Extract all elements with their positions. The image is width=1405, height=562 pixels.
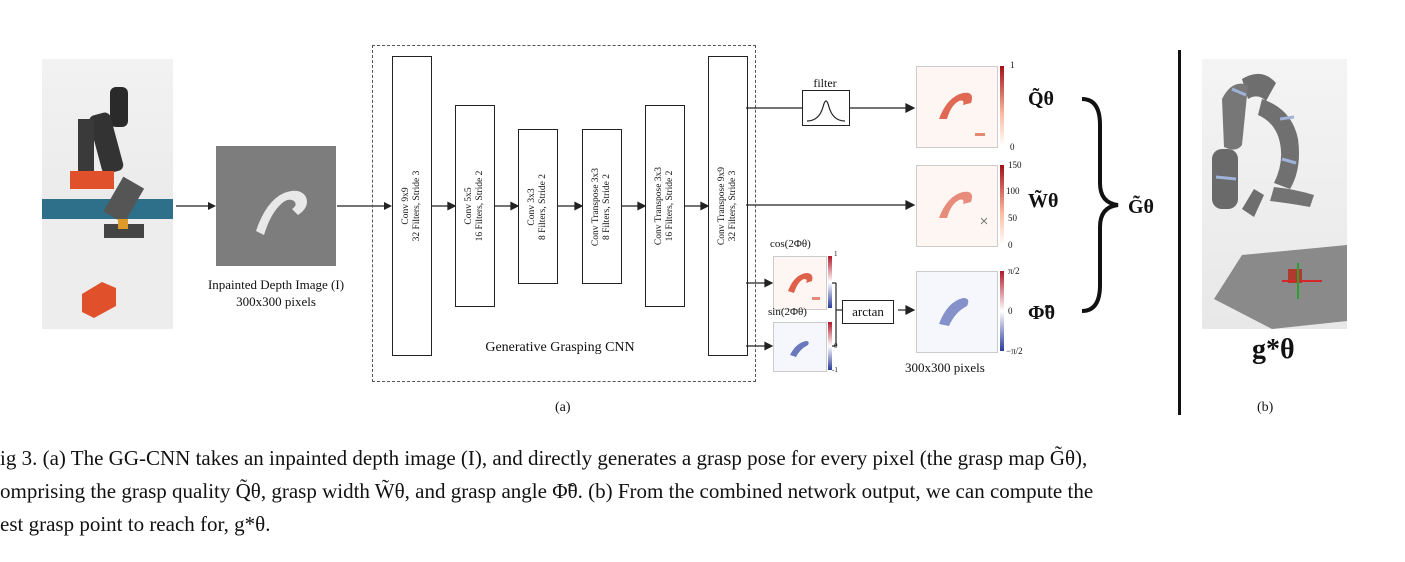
g-symbol: G̃θ: [1128, 196, 1154, 218]
w-scale-150: 150: [1008, 160, 1022, 170]
sin-scale-mid: 0: [834, 342, 838, 350]
layer-1-line2: 32 Filters, Stride 3: [412, 170, 422, 242]
cos-map: [773, 256, 827, 310]
robot-photo: [42, 59, 173, 329]
layer-1-line1: Conv 9x9: [401, 187, 411, 225]
arctan-box: arctan: [842, 300, 894, 324]
phi-scale-mid: 0: [1008, 306, 1013, 316]
w-scale-0: 0: [1008, 240, 1013, 250]
caption-line-3: est grasp point to reach for, g*θ.: [0, 512, 271, 536]
layer-6-line1: Conv Transpose 9x9: [717, 166, 727, 246]
q-map-heat: [939, 92, 985, 136]
arrow-depth-to-cnn: [337, 202, 392, 210]
part-b-label: (b): [1257, 400, 1274, 415]
depth-object-shape: [256, 190, 307, 235]
sin-scale-bottom: -1: [832, 366, 838, 374]
phi-symbol: Φ̃θ: [1028, 302, 1056, 324]
cos-map-heat: [788, 273, 820, 300]
q-scale-bottom: 0: [1010, 142, 1015, 152]
w-symbol: W̃θ: [1028, 190, 1059, 212]
q-map: [916, 66, 998, 148]
robot-photo-drawing: [42, 87, 173, 329]
caption-line-2: omprising the grasp quality Q̃θ, grasp w…: [0, 479, 1094, 503]
arrow-photo-to-depth: [176, 202, 216, 210]
cos-scale-top: 1: [834, 250, 838, 258]
phi-scale-bottom: −π/2: [1006, 346, 1023, 356]
q-scale-top: 1: [1010, 60, 1015, 70]
cos-colorbar: [828, 256, 832, 308]
depth-label-line1: Inpainted Depth Image (I): [207, 277, 345, 292]
w-scale-100: 100: [1006, 186, 1020, 196]
part-a-label: (a): [555, 400, 571, 415]
phi-map-heat: [939, 298, 969, 326]
g-star-symbol: g*θ: [1252, 334, 1295, 365]
q-colorbar: [1000, 66, 1004, 146]
output-connectors: [746, 103, 916, 351]
depth-label-line2: 300x300 pixels: [236, 294, 316, 309]
phi-scale-top: π/2: [1008, 266, 1020, 276]
robot-render: [1202, 59, 1347, 329]
robot-render-drawing: [1212, 73, 1347, 329]
q-symbol: Q̃θ: [1028, 88, 1054, 110]
sin-label: sin(2Φθ): [768, 306, 807, 318]
cos-label: cos(2Φθ): [770, 238, 811, 250]
w-colorbar: [1000, 165, 1004, 245]
depth-image-label: Inpainted Depth Image (I) 300x300 pixels: [190, 276, 362, 310]
filter-label: filter: [813, 76, 837, 90]
sin-map-heat: [790, 341, 809, 357]
layer-6-line2: 32 Filters, Stride 3: [728, 170, 738, 242]
output-pixels-label: 300x300 pixels: [905, 360, 985, 375]
cnn-dashed-box: [372, 45, 756, 382]
w-map: [916, 165, 998, 247]
panel-divider: [1178, 50, 1181, 415]
combine-brace: [1081, 97, 1119, 313]
sin-colorbar: [828, 322, 832, 370]
caption-line-1: ig 3. (a) The GG-CNN takes an inpainted …: [0, 446, 1088, 470]
phi-colorbar: [1000, 271, 1004, 351]
w-map-heat: [939, 191, 988, 225]
phi-map: [916, 271, 998, 353]
gaussian-curve-icon: [806, 100, 846, 122]
w-scale-50: 50: [1008, 213, 1017, 223]
sin-map: [773, 322, 827, 372]
layer-arrows: [431, 201, 710, 211]
filter-box: [802, 90, 850, 126]
inpainted-depth-image: [216, 146, 336, 266]
cnn-title: Generative Grasping CNN: [485, 340, 635, 355]
